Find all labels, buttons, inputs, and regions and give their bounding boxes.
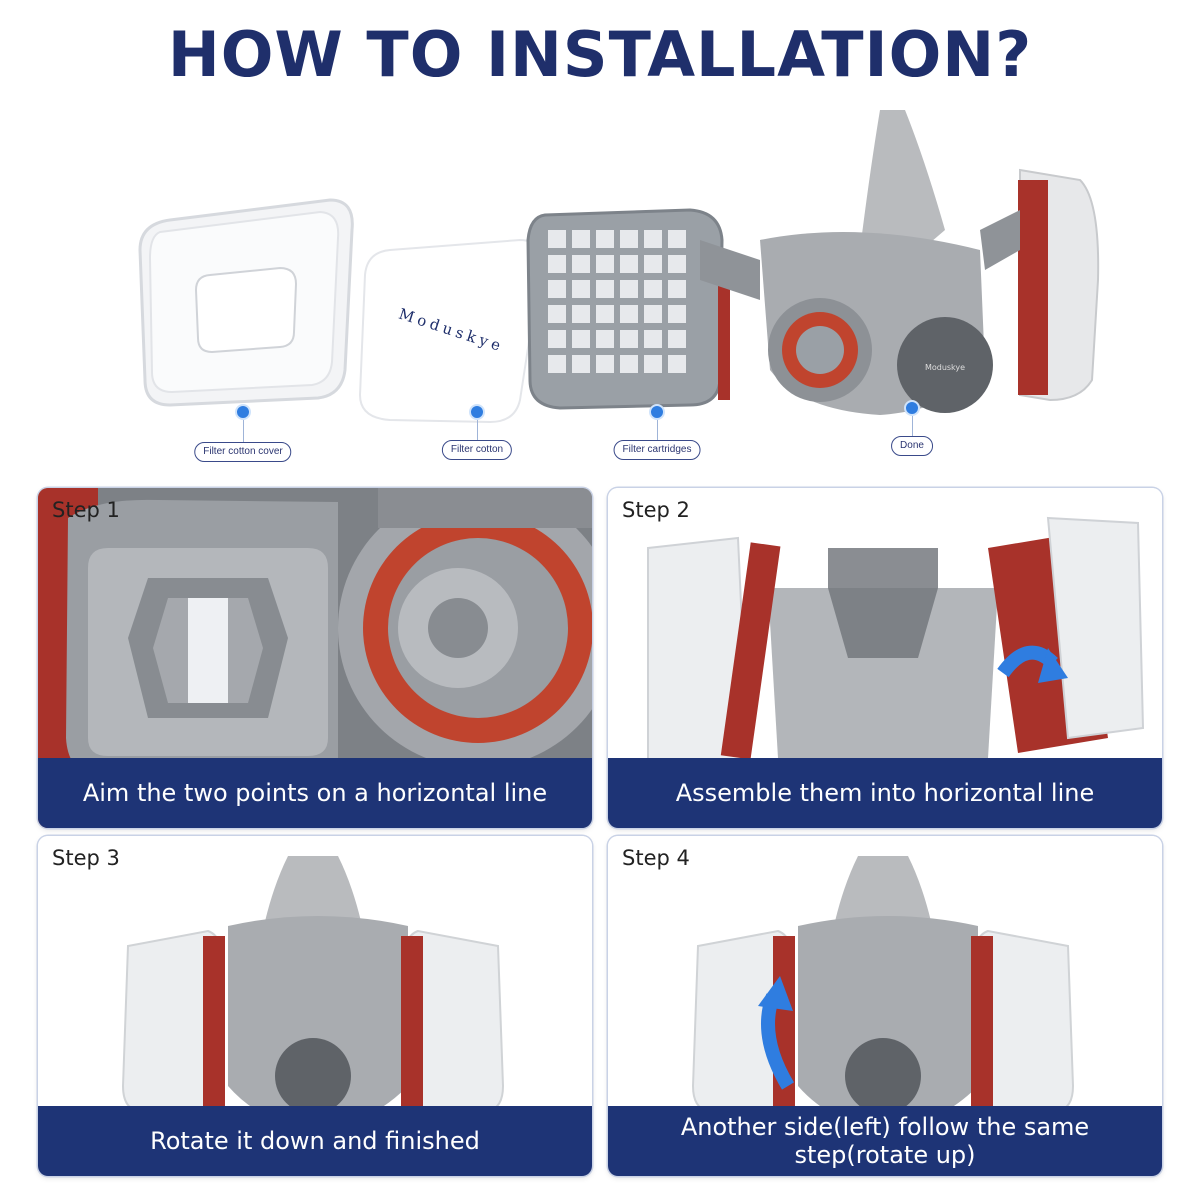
step-4-caption: Another side(left) follow the same step(… <box>608 1106 1162 1176</box>
part-label-filter-cotton: Filter cotton <box>441 440 513 460</box>
part-marker-dot <box>649 404 665 420</box>
part-label-filter-cartridges: Filter cartridges <box>613 440 701 460</box>
step-2-label: Step 2 <box>622 498 690 522</box>
part-connector-line <box>477 412 478 442</box>
filter-cotton-image: Moduskye <box>358 238 542 424</box>
page-title: HOW TO INSTALLATION? <box>167 18 1033 91</box>
part-connector-line <box>912 408 913 438</box>
step-1-label: Step 1 <box>52 498 120 522</box>
step-3-label: Step 3 <box>52 846 120 870</box>
assembled-mask-image: Moduskye <box>700 110 1100 415</box>
step-1-caption: Aim the two points on a horizontal line <box>38 758 592 828</box>
filter-cotton-cover-image <box>138 198 354 407</box>
step-3-caption: Rotate it down and finished <box>38 1106 592 1176</box>
part-marker-dot <box>469 404 485 420</box>
step-4-label: Step 4 <box>622 846 690 870</box>
step-2-panel: Step 2 Assemble them into horizontal lin… <box>608 488 1162 828</box>
step-1-panel: Step 1 Aim the two points on a horizonta… <box>38 488 592 828</box>
step-3-panel: Step 3 Rotate it down and finished <box>38 836 592 1176</box>
part-label-done: Done <box>891 436 933 456</box>
filter-cartridge-image <box>526 208 730 410</box>
part-connector-line <box>657 412 658 442</box>
part-marker-dot <box>235 404 251 420</box>
step-4-panel: Step 4 Another side(left) follow the sam… <box>608 836 1162 1176</box>
part-connector-line <box>243 412 244 442</box>
product-lineup-illustration: Moduskye Moduskye <box>138 110 1100 424</box>
part-marker-dot <box>904 400 920 416</box>
step-2-caption: Assemble them into horizontal line <box>608 758 1162 828</box>
part-label-filter-cotton-cover: Filter cotton cover <box>194 442 292 462</box>
brand-text-mask: Moduskye <box>925 363 965 372</box>
